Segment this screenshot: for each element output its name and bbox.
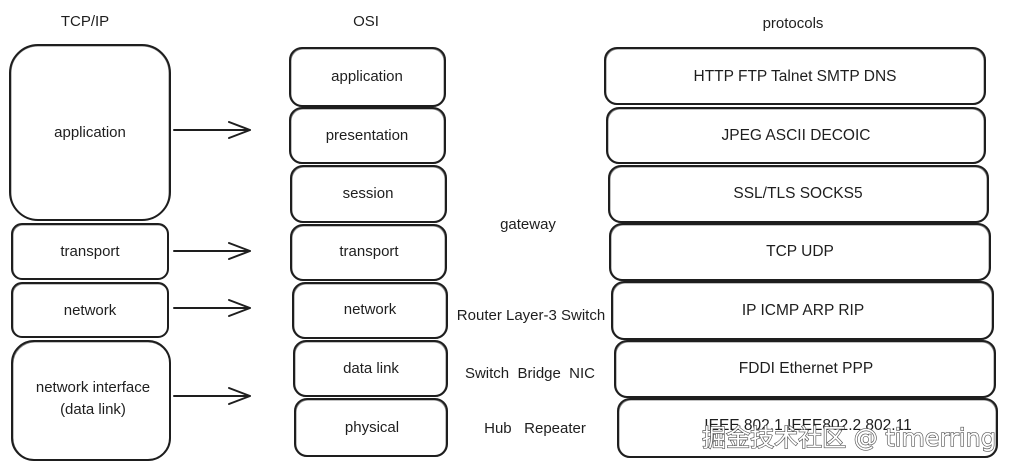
protocol-row-network: IP ICMP ARP RIP (611, 281, 994, 340)
protocols-header: protocols (763, 15, 824, 32)
tcpip-layer-network: network (11, 282, 169, 338)
osi-layer-network: network (292, 282, 448, 339)
osi-header: OSI (353, 13, 379, 30)
protocol-label: HTTP FTP Talnet SMTP DNS (694, 68, 897, 85)
protocol-label: TCP UDP (766, 243, 834, 260)
arrow-application (173, 121, 251, 139)
protocol-label: IP ICMP ARP RIP (742, 302, 864, 319)
protocol-label: FDDI Ethernet PPP (739, 360, 873, 377)
osi-layer-label: session (343, 185, 394, 202)
osi-layer-label: transport (339, 243, 399, 260)
device-label-data-link: Switch Bridge NIC (465, 365, 595, 382)
tcpip-layer-transport: transport (11, 223, 169, 280)
tcpip-layer-network-interface: network interface (data link) (11, 340, 171, 461)
osi-layer-label: presentation (326, 127, 409, 144)
tcpip-layer-label: network interface (36, 379, 150, 396)
protocol-row-session: SSL/TLS SOCKS5 (608, 165, 989, 223)
arrow-network (173, 299, 251, 317)
osi-layer-application: application (289, 47, 446, 107)
osi-layer-label: application (331, 68, 403, 85)
protocol-label: IEEE 802.1 IEEE802.2 802.11 (704, 417, 911, 434)
protocol-label: SSL/TLS SOCKS5 (733, 185, 862, 202)
tcpip-layer-label: application (54, 124, 126, 141)
osi-layer-data-link: data link (293, 340, 448, 397)
osi-layer-label: data link (343, 360, 399, 377)
tcpip-layer-application: application (9, 44, 171, 221)
osi-layer-transport: transport (290, 224, 447, 281)
tcpip-layer-sublabel: (data link) (60, 401, 126, 418)
arrow-transport (173, 242, 251, 260)
osi-layer-session: session (290, 165, 447, 223)
device-label-gateway: gateway (500, 216, 556, 233)
protocol-row-transport: TCP UDP (609, 223, 991, 281)
tcpip-header: TCP/IP (61, 13, 109, 30)
protocol-row-presentation: JPEG ASCII DECOIC (606, 107, 986, 164)
tcpip-layer-label: transport (60, 243, 120, 260)
protocol-row-application: HTTP FTP Talnet SMTP DNS (604, 47, 986, 105)
osi-layer-presentation: presentation (289, 107, 446, 164)
osi-layer-label: physical (345, 419, 399, 436)
osi-layer-physical: physical (294, 398, 448, 457)
protocol-row-physical: IEEE 802.1 IEEE802.2 802.11 (617, 398, 998, 458)
watermark: 掘金技术社区 @ timerring (702, 424, 996, 452)
protocol-label: JPEG ASCII DECOIC (721, 127, 870, 144)
osi-layer-label: network (344, 301, 397, 318)
device-label-physical: Hub Repeater (484, 420, 586, 437)
device-label-network: Router Layer-3 Switch (457, 307, 605, 324)
protocol-row-data-link: FDDI Ethernet PPP (614, 340, 996, 398)
tcpip-layer-label: network (64, 302, 117, 319)
arrow-network-interface (173, 387, 251, 405)
